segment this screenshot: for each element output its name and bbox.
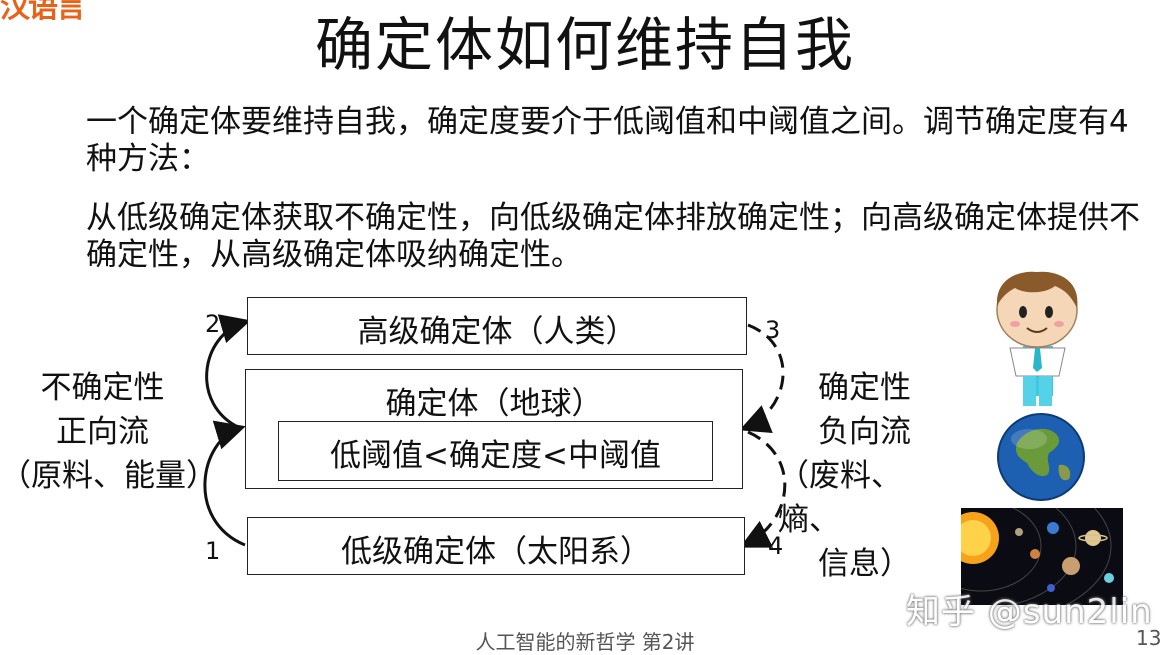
higher-entity-label: 高级确定体（人类） [357, 314, 637, 350]
arrow-number-4: 4 [768, 532, 784, 560]
earth-entity-label: 确定体（地球） [385, 386, 603, 422]
arrow-3 [739, 323, 785, 433]
left-label-line-1: 不确定性 [40, 370, 165, 406]
right-label-line-3: （废料、熵、 [778, 458, 902, 538]
logo: 汉语言 [0, 0, 86, 25]
footer-text: 人工智能的新哲学 第2讲 [475, 630, 695, 654]
higher-entity-box: 高级确定体（人类） [247, 297, 747, 355]
arrow-4 [739, 430, 787, 548]
lower-entity-label: 低级确定体（太阳系） [341, 534, 651, 570]
arrow-number-1: 1 [205, 537, 221, 565]
right-label-line-4: 信息） [818, 546, 911, 582]
right-label-line-1: 确定性 [818, 370, 911, 406]
right-flow-label: 确定性 负向流 （废料、熵、 信息） [778, 366, 958, 586]
arrow-1 [203, 420, 246, 547]
left-label-line-3: （原料、能量） [0, 458, 217, 494]
person-cartoon-icon [996, 271, 1078, 406]
left-label-line-2: 正向流 [56, 414, 149, 450]
arrow-number-3: 3 [765, 316, 781, 344]
slide-title: 确定体如何维持自我 [314, 11, 855, 79]
right-label-line-2: 负向流 [818, 414, 911, 450]
earth-globe-icon [997, 413, 1085, 501]
lower-entity-box: 低级确定体（太阳系） [247, 517, 745, 575]
threshold-box: 低阈值<确定度<中阈值 [278, 421, 713, 481]
page-number: 13 [1136, 626, 1162, 650]
paragraph-flows: 从低级确定体获取不确定性，向低级确定体排放确定性；向高级确定体提供不确定性，从高… [86, 200, 1140, 273]
threshold-label: 低阈值<确定度<中阈值 [330, 438, 661, 474]
arrow-number-2: 2 [205, 310, 221, 338]
solar-system-icon [961, 508, 1123, 605]
arrow-2 [205, 314, 251, 430]
left-flow-label: 不确定性 正向流 （原料、能量） [0, 366, 217, 498]
watermark: 知乎 @sun2lin [906, 592, 1153, 632]
paragraph-methods: 一个确定体要维持自我，确定度要介于低阈值和中阈值之间。调节确定度有4种方法： [86, 104, 1129, 177]
